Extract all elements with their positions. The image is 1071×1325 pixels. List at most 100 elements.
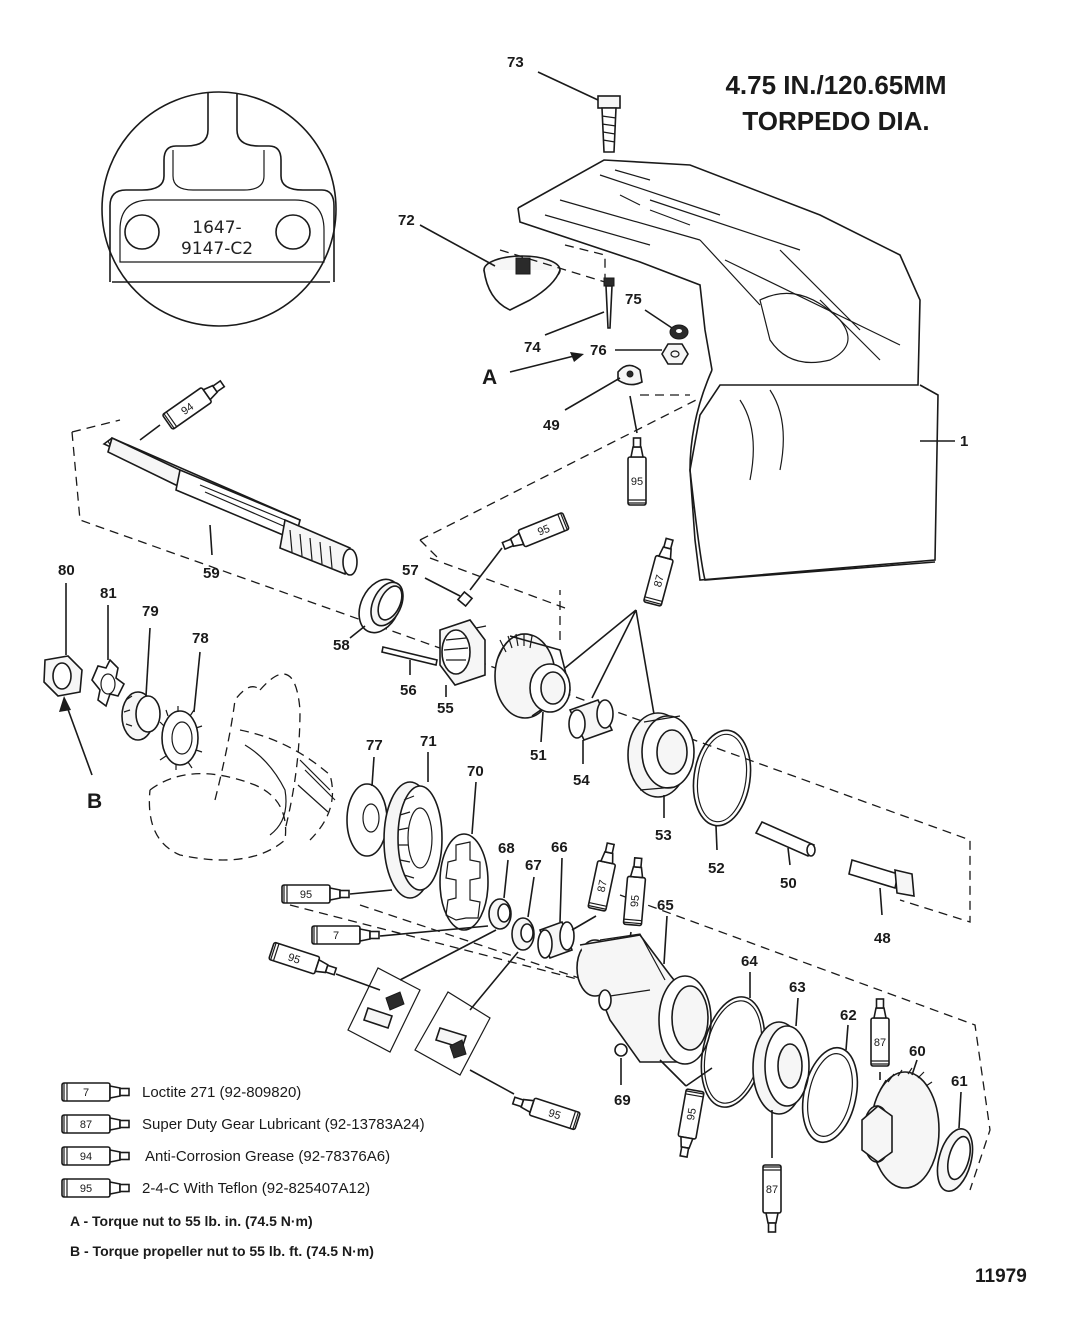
part-label-79: 79 [142,603,159,620]
needle-bearing-part-66 [537,920,575,960]
seal-detail-box-1 [347,967,421,1053]
legend-code-7: 7 [83,1087,89,1099]
ball-part-57 [456,590,474,608]
part-label-64: 64 [741,953,758,970]
part-label-70: 70 [467,763,484,780]
legend: 7 Loctite 271 (92-809820) 87 Super Duty … [61,1082,425,1198]
legend-code-94: 94 [80,1151,92,1163]
tab-washer-part-81 [91,658,126,708]
leader-48 [879,887,883,916]
part-label-59: 59 [203,565,220,582]
part-label-68: 68 [498,840,515,857]
part-label-56: 56 [400,682,417,699]
leader-60 [911,1059,918,1076]
pin-part-50 [754,820,816,858]
part-label-80: 80 [58,562,75,579]
leader-78 [193,651,201,713]
legend-item-95: 95 [61,1178,130,1198]
leader-63 [795,997,799,1027]
grease-tube-95-left: 95 [281,884,350,904]
leader-58 [349,625,366,639]
seal-part-67 [511,917,535,951]
legend-item-7: 7 [61,1082,130,1102]
bearing-carrier-part-65 [576,933,712,1065]
tapered-bearing-part-53 [627,712,695,798]
screw-part-73 [597,95,621,153]
arrow-a-icon [570,352,584,362]
thrust-washer-part-77 [346,783,388,857]
grease-tube-94-shaft: 94 [161,375,229,431]
retainer-part-70 [439,833,489,931]
inset-part-number-2: 9147-C2 [181,239,253,259]
leader-61 [958,1091,962,1129]
bearing-race-part-58 [358,578,404,634]
assembly-outline-upper [71,394,971,923]
part-label-77: 77 [366,737,383,754]
assembly-outline-lower [289,894,991,1191]
race-part-62 [801,1046,859,1144]
leader-75 [644,309,673,329]
part-label-60: 60 [909,1043,926,1060]
leader-74 [544,311,605,336]
part-label-58: 58 [333,637,350,654]
part-label-53: 53 [655,827,672,844]
forward-gear-part-51 [494,633,571,719]
legend-item-87: 87 [61,1114,130,1134]
leader-52 [715,825,718,851]
tube-label-95-left: 95 [300,889,312,901]
legend-text-95: 2-4-C With Teflon (92-825407A12) [142,1180,370,1197]
reverse-gear-bearing-part-71 [383,781,443,899]
part-label-67: 67 [525,857,542,874]
grease-tube-95-seals: 95 [267,941,339,981]
ball-part-69 [614,1043,628,1057]
part-label-69: 69 [614,1092,631,1109]
clip-part-49 [617,364,643,386]
leader-50 [787,847,791,866]
trim-tab-part-72 [483,255,561,311]
leader-68 [503,859,509,899]
tube-label-95-bottom: 95 [547,1107,562,1122]
bolt-part-48 [848,858,915,897]
tube-label-94: 94 [179,401,196,418]
letter-b: B [87,790,102,813]
lubricant-tube-87-mid: 87 [587,841,621,913]
part-label-52: 52 [708,860,725,877]
grease-tube-95-housing: 95 [627,437,647,506]
clutch-part-55 [439,619,487,686]
letter-a: A [482,366,497,389]
legend-code-87: 87 [80,1119,92,1131]
part-label-54: 54 [573,772,590,789]
leader-a [509,354,579,373]
leader-66 [559,857,563,923]
note-a: A - Torque nut to 55 lb. in. (74.5 N·m) [70,1213,313,1229]
arrow-b-icon [59,696,71,712]
legend-text-7: Loctite 271 (92-809820) [142,1084,301,1101]
reverse-gear-part-60 [861,1067,940,1189]
tube-label-95-seals: 95 [286,951,301,966]
leader-59 [209,524,213,556]
part-label-76: 76 [590,342,607,359]
tube-label-87-mid: 87 [596,879,610,893]
part-label-1: 1 [960,433,968,450]
part-label-81: 81 [100,585,117,602]
legend-item-94: 94 [61,1146,130,1166]
leader-72 [419,224,496,267]
leader-57 [424,577,461,597]
part-label-49: 49 [543,417,560,434]
tube-label-87-low: 87 [766,1184,778,1196]
roller-bearing-part-54 [568,699,614,741]
leader-62 [845,1024,849,1051]
title-line-1: 4.75 IN./120.65MM [725,70,946,100]
part-label-61: 61 [951,1073,968,1090]
leader-67 [527,876,535,918]
nut-part-76 [661,343,689,365]
screw-part-74 [603,277,615,329]
part-label-62: 62 [840,1007,857,1024]
leader-51 [540,711,544,743]
seal-detail-box-2 [414,991,491,1076]
o-ring-part-52 [692,729,752,827]
washer-part-75 [669,324,689,340]
gear-housing-part-1 [517,159,939,581]
grease-tube-95-mid: 95 [622,856,648,927]
tube-label-95-housing: 95 [631,476,643,488]
